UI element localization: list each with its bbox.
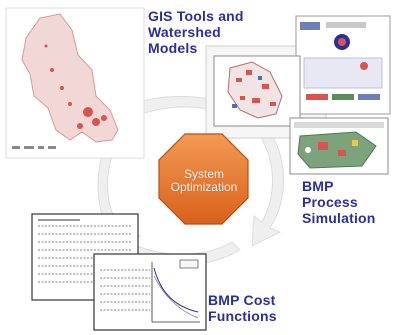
- arrow-right: [251, 131, 284, 247]
- cost-curve: [153, 267, 199, 313]
- map-legend: [12, 146, 56, 149]
- gis-map-panel: [5, 7, 145, 159]
- bmp-process-screenshot: [289, 117, 389, 175]
- cost-curve-2: [153, 275, 199, 319]
- map-hotspots: [44, 44, 107, 129]
- bmp-process-simulation-label: BMP Process Simulation: [302, 178, 376, 226]
- gis-tools-label: GIS Tools and Watershed Models: [148, 8, 244, 56]
- optimization-octagon: [158, 133, 249, 225]
- cost-function-sheets: [31, 213, 207, 331]
- bmp-cost-functions-label: BMP Cost Functions: [208, 292, 277, 324]
